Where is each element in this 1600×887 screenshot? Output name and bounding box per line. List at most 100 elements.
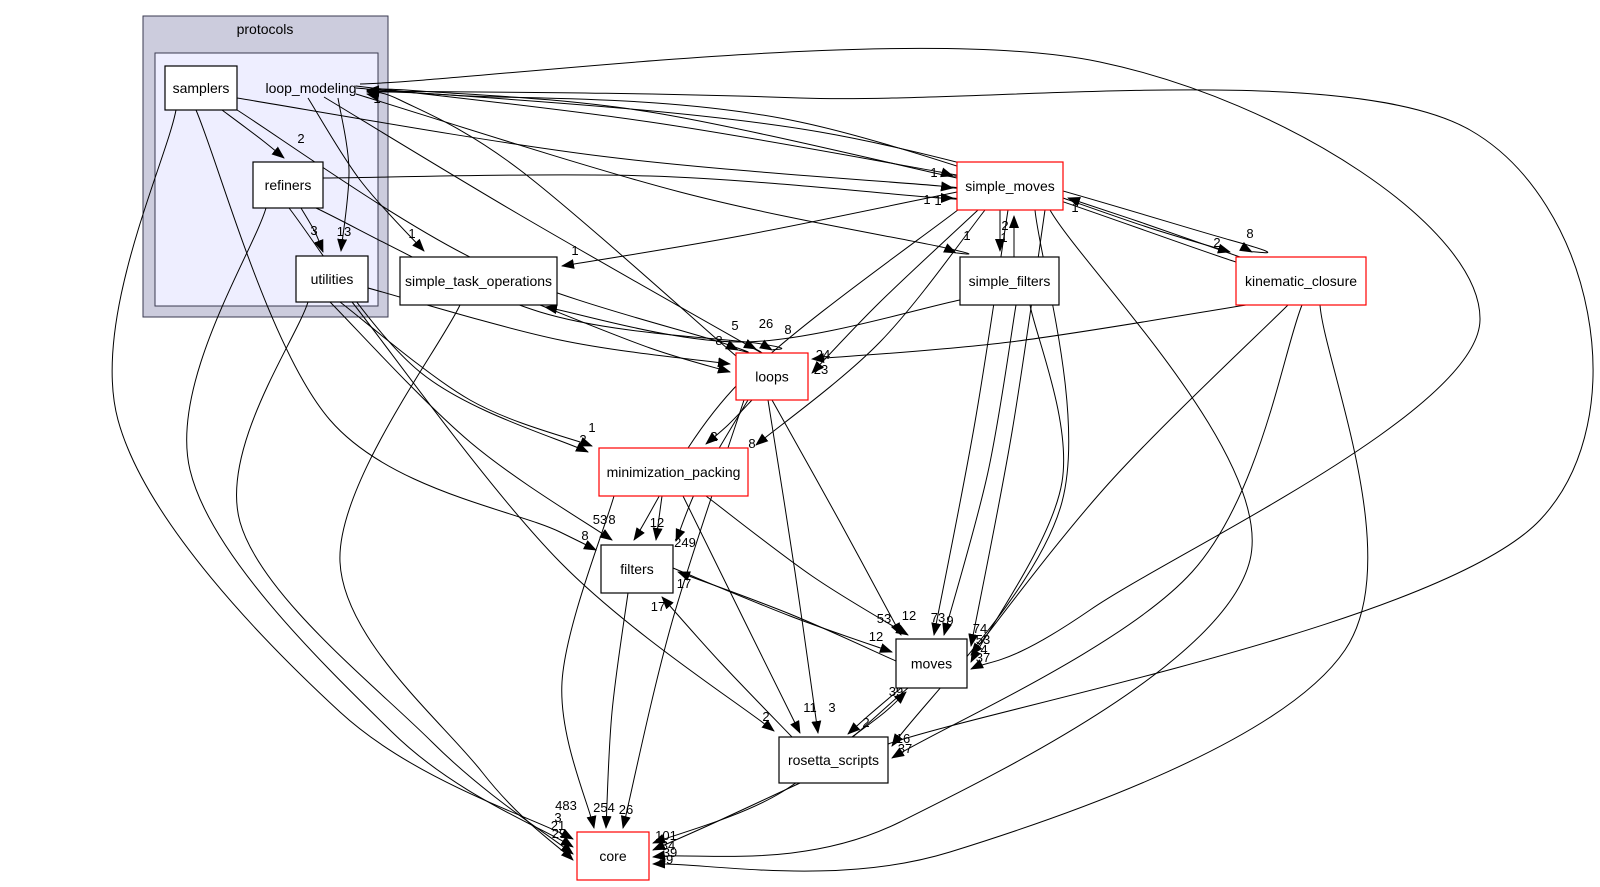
node-box-kinematic_closure[interactable]: [1235, 256, 1367, 306]
edge-label-utilities-loops: 8: [715, 333, 722, 348]
node-box-simple_task_operations[interactable]: [399, 256, 558, 306]
node-label-simple_filters: simple_filters: [969, 273, 1051, 289]
node-label-kinematic_closure: kinematic_closure: [1245, 273, 1357, 289]
edge-samplers-refiners: [221, 109, 285, 159]
edge-label-loop_modeling-loops: 26: [759, 316, 773, 331]
node-label-filters: filters: [620, 561, 653, 577]
edge-label-loops-rosetta_scripts: 3: [828, 700, 835, 715]
node-label-minimization_packing: minimization_packing: [607, 464, 741, 480]
node-label-refiners: refiners: [265, 177, 312, 193]
node-filters[interactable]: filters: [600, 544, 674, 594]
edge-loops-moves: [771, 399, 902, 636]
node-refiners[interactable]: refiners: [252, 161, 324, 209]
edge-label-simple_filters-moves: 9: [946, 613, 953, 628]
edge-utilities-rosetta_scripts: [351, 301, 775, 732]
edge-label-simple_moves-moves: 74: [973, 621, 987, 636]
node-kinematic_closure[interactable]: kinematic_closure: [1235, 256, 1367, 306]
edge-label-loops-core: 26: [619, 802, 633, 817]
edge-moves-rosetta_scripts: [847, 687, 902, 735]
node-box-samplers[interactable]: [164, 65, 238, 111]
node-simple_moves[interactable]: simple_moves: [956, 161, 1064, 211]
node-box-rosetta_scripts[interactable]: [778, 736, 889, 784]
node-box-core[interactable]: [576, 831, 650, 881]
edge-label-loop_modeling-simple_filters: 1: [963, 228, 970, 243]
edge-rosetta_scripts-filters: [661, 596, 793, 738]
edge-utilities-filters: [329, 301, 613, 541]
edge-loops-loop_modeling: [366, 91, 737, 357]
edge-moves-core: [652, 687, 909, 844]
edge-label-loops-moves: 53: [877, 611, 891, 626]
node-simple_filters[interactable]: simple_filters: [959, 256, 1060, 306]
node-loops[interactable]: loops: [735, 352, 809, 401]
node-box-simple_moves[interactable]: [956, 161, 1064, 211]
node-core[interactable]: core: [576, 831, 650, 881]
edge-label-kinematic_closure-loops: 24: [816, 347, 830, 362]
edge-kinematic_closure-moves: [970, 304, 1289, 656]
edge-label-minimization_packing-filters: 12: [650, 515, 664, 530]
node-utilities[interactable]: utilities: [295, 255, 369, 303]
edge-label-kinematic_closure-rosetta_scripts: 37: [898, 741, 912, 756]
edge-label-simple_moves-kinematic_closure: 2: [1213, 235, 1220, 250]
edge-label-simple_moves-simple_filters: 2: [1001, 218, 1008, 233]
node-label-rosetta_scripts: rosetta_scripts: [788, 752, 879, 768]
node-box-simple_filters[interactable]: [959, 256, 1060, 306]
edge-filters-core: [601, 592, 629, 829]
node-box-loops[interactable]: [735, 352, 809, 401]
edge-simple_moves-loops: [811, 209, 979, 374]
edge-simple_task_operations-loops: [539, 304, 731, 374]
edge-utilities-minimization_packing: [339, 301, 593, 447]
node-rosetta_scripts[interactable]: rosetta_scripts: [778, 736, 889, 784]
edge-samplers-filters: [195, 109, 597, 551]
node-label-simple_moves: simple_moves: [965, 178, 1054, 194]
edge-label-samplers-simple_moves: 1: [923, 192, 930, 207]
edge-simple_filters-moves: [942, 304, 1017, 636]
cluster-label-loop_modeling[interactable]: loop_modeling: [265, 80, 356, 96]
edge-minimization_packing-rosetta_scripts: [682, 495, 801, 734]
node-moves[interactable]: moves: [895, 638, 968, 689]
edge-label-loop_modeling-moves: 37: [976, 650, 990, 665]
edge-loops-minimization_packing: [705, 399, 753, 445]
edge-label-minimization_packing-moves: 12: [902, 608, 916, 623]
edge-label-loop_modeling-utilities: 13: [337, 224, 351, 239]
edge-simple_moves-core: [652, 209, 1253, 861]
node-minimization_packing[interactable]: minimization_packing: [598, 447, 749, 497]
edge-simple_filters-simple_task_operations: [544, 299, 961, 343]
edge-label-rosetta_scripts-core: 84: [661, 838, 675, 853]
edge-label-filters-moves: 12: [869, 629, 883, 644]
edge-loops-rosetta_scripts: [767, 399, 822, 734]
edge-label-refiners-core: 21: [551, 818, 565, 833]
node-label-simple_task_operations: simple_task_operations: [405, 273, 552, 289]
node-box-filters[interactable]: [600, 544, 674, 594]
node-box-moves[interactable]: [895, 638, 968, 689]
edge-label-utilities-filters: 8: [608, 512, 615, 527]
node-simple_task_operations[interactable]: simple_task_operations: [399, 256, 558, 306]
edge-label-simple_moves-rosetta_scripts: 16: [896, 731, 910, 746]
cluster-label-protocols[interactable]: protocols: [237, 21, 294, 37]
edge-label-loops-filters: 249: [674, 535, 696, 550]
edge-label-loops-minimization_packing: 2: [710, 429, 717, 444]
edge-loop_modeling-utilities: [337, 97, 350, 252]
edge-rosetta_scripts-core: [652, 782, 801, 851]
edge-label-utilities-core: 29: [552, 826, 566, 841]
edge-label-moves-rosetta_scripts: 2: [862, 715, 869, 730]
edge-label-simple_moves-simple_task_operations: 1: [571, 243, 578, 258]
edge-samplers-core: [111, 109, 574, 840]
edge-label-simple_moves-filters: 53: [593, 512, 607, 527]
edge-label-loop_modeling-simple_task_operations: 1: [408, 226, 415, 241]
edge-rosetta_scripts-loop_modeling: [366, 86, 1594, 745]
edge-label-rosetta_scripts-filters: 17: [651, 599, 665, 614]
node-box-utilities[interactable]: [295, 255, 369, 303]
edge-label-moves-core: 101: [655, 828, 677, 843]
edge-minimization_packing-moves: [705, 495, 909, 636]
edge-label-samplers-loops: 5: [731, 318, 738, 333]
node-box-refiners[interactable]: [252, 161, 324, 209]
node-samplers[interactable]: samplers: [164, 65, 238, 111]
edge-kinematic_closure-core: [652, 304, 1369, 872]
node-box-minimization_packing[interactable]: [598, 447, 749, 497]
edge-kinematic_closure-rosetta_scripts: [891, 304, 1303, 759]
edge-label-minimization_packing-core: 483: [555, 798, 577, 813]
node-label-utilities: utilities: [311, 271, 354, 287]
edge-refiners-utilities: [300, 207, 324, 253]
edge-label-refiners-minimization_packing: 2: [579, 432, 586, 447]
